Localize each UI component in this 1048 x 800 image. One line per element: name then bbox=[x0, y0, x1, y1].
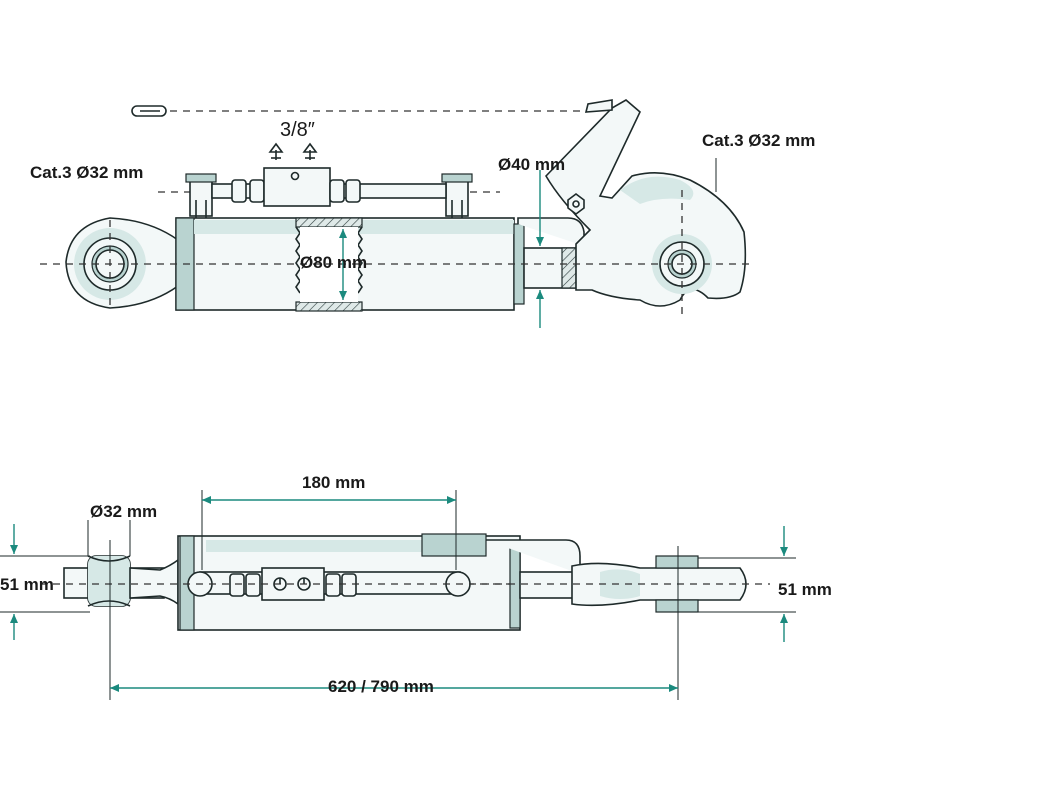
valve-assembly bbox=[158, 167, 500, 218]
left-ball-eye bbox=[65, 217, 179, 309]
right-hook-plan bbox=[571, 555, 747, 613]
pipe-plan bbox=[486, 539, 581, 574]
lynch-pin bbox=[131, 105, 592, 117]
total-length-label: 620 / 790 mm bbox=[328, 677, 434, 696]
plan-view: 180 mm Ø32 mm 51 mm 51 mm 620 / 790 mm bbox=[0, 473, 832, 700]
port-arrows bbox=[268, 142, 318, 160]
cylinder-plan bbox=[177, 533, 521, 631]
rod-plan bbox=[519, 571, 577, 599]
cat3-right-label: Cat.3 Ø32 mm bbox=[702, 131, 815, 150]
stroke-length-label: 180 mm bbox=[302, 473, 365, 492]
left-width-label: 51 mm bbox=[0, 575, 54, 594]
bore-diameter-label: Ø80 mm bbox=[300, 253, 367, 272]
rod-diameter-label: Ø40 mm bbox=[498, 155, 565, 174]
left-eye-plan bbox=[63, 555, 179, 607]
pin-diameter-label: Ø32 mm bbox=[90, 502, 157, 521]
thread-label: 3/8″ bbox=[280, 119, 315, 141]
cat3-left-label: Cat.3 Ø32 mm bbox=[30, 163, 143, 182]
side-view: 3/8″ Cat.3 Ø32 mm Cat.3 Ø32 mm Ø40 mm Ø8… bbox=[30, 99, 815, 328]
return-pipe bbox=[517, 217, 585, 246]
right-width-label: 51 mm bbox=[778, 580, 832, 599]
